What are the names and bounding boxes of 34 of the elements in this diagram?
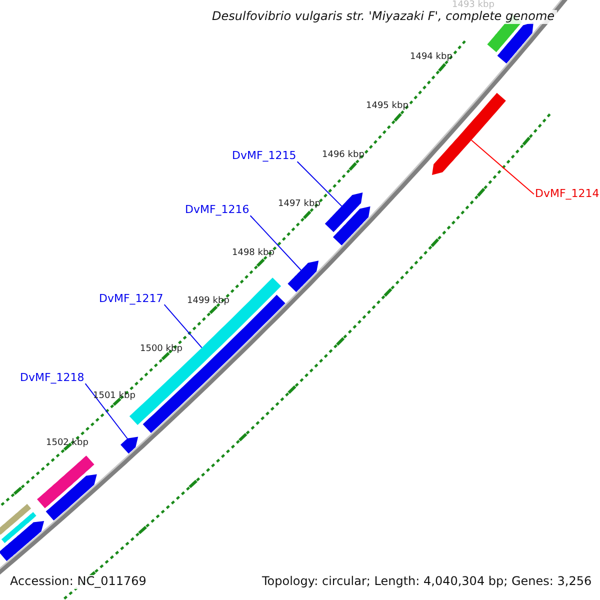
scale-label: 1502 kbp [46,438,88,448]
scale-label: 1500 kbp [140,344,182,354]
leader-line [296,161,342,207]
gene-label: DvMF_1216 [185,204,250,217]
scale-label: 1499 kbp [187,296,230,306]
gene-feature-bar [0,521,44,562]
gene-feature-bar [1,512,36,544]
scale-label: 1498 kbp [232,248,274,258]
accession-text: Accession: NC_011769 [10,575,146,589]
gene-label: DvMF_1214 [535,188,600,201]
gene-feature-bar [120,436,138,454]
gene-feature-bar [333,206,370,246]
title: Desulfovibrio vulgaris str. 'Miyazaki F', complete genome [210,10,557,24]
gene-feature-bar [0,504,32,535]
leader-line [250,215,302,271]
scale-label: 1497 kbp [278,199,320,210]
gene-feature-bar [288,260,319,292]
scale-label: 1501 kbp [93,391,136,402]
leader-line [84,383,128,439]
gene-label: DvMF_1215 [232,150,296,163]
leader-line [164,304,202,348]
gene-label: DvMF_1217 [99,293,164,306]
gene-feature-bar [46,474,97,520]
leader-line [470,140,534,195]
scale-label: 1494 kbp [410,52,452,62]
gene-feature-bar [497,22,534,64]
scale-label: 1495 kbp [366,101,408,112]
scale-label: 1496 kbp [322,150,364,160]
gene-feature-bar [432,92,506,175]
scale-label: 1493 kbp [452,0,494,10]
gene-feature-bar [37,456,94,508]
gene-label: DvMF_1218 [20,372,84,385]
genome-info-text: Topology: circular; Length: 4,040,304 bp; Genes: 3,256 [262,575,592,589]
gene-feature-bar [324,192,363,232]
